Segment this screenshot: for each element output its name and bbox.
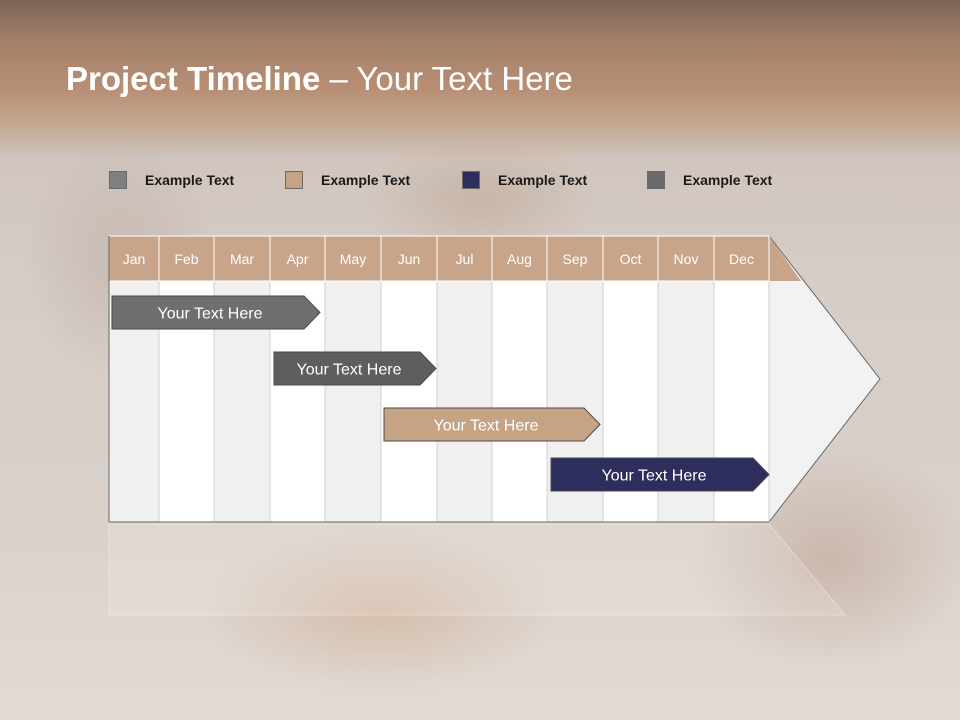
task-label-1: Your Text Here [158,306,263,323]
title-rest: – Your Text Here [320,60,573,97]
month-column-jul [436,280,493,523]
legend-swatch-4 [647,171,665,189]
month-header-sep [546,235,604,282]
month-header-jan [108,235,160,282]
month-header-aug [491,235,548,282]
legend-item-3: Example Text [462,170,587,190]
month-label-jun: Jun [398,251,421,267]
month-column-jun [380,280,438,523]
legend-label-3: Example Text [498,172,588,188]
month-label-nov: Nov [674,251,699,267]
month-column-may [324,280,382,523]
legend-item-4: Example Text [647,170,772,190]
month-column-aug [491,280,548,523]
legend-label-4: Example Text [683,172,773,188]
task-bar-3 [383,407,601,442]
month-label-aug: Aug [507,251,532,267]
legend-swatch-3 [462,171,480,189]
timeline-reflection [108,523,847,616]
month-label-sep: Sep [563,251,588,267]
month-header-jun [380,235,438,282]
month-label-jan: Jan [123,251,146,267]
month-label-dec: Dec [729,251,754,267]
task-bar-4 [550,457,770,492]
legend-label-1: Example Text [145,172,235,188]
month-header-may [324,235,382,282]
month-label-oct: Oct [620,251,642,267]
month-label-feb: Feb [174,251,198,267]
month-label-may: May [340,251,366,267]
title-bold: Project Timeline [66,60,321,97]
legend-item-2: Example Text [285,170,410,190]
month-header-jul [436,235,493,282]
month-header-mar [213,235,271,282]
task-bar-2 [273,351,437,386]
header-band [0,0,960,160]
task-bar-1 [111,295,321,330]
task-label-2: Your Text Here [297,362,402,379]
task-label-3: Your Text Here [434,418,539,435]
legend-swatch-2 [285,171,303,189]
legend-swatch-1 [109,171,127,189]
legend-label-2: Example Text [321,172,411,188]
page-title: Project Timeline – Your Text Here [66,60,573,98]
task-label-4: Your Text Here [602,468,707,485]
month-label-mar: Mar [230,251,254,267]
month-header-dec [713,235,770,282]
legend-item-1: Example Text [109,170,234,190]
month-label-jul: Jul [456,251,474,267]
month-header-feb [158,235,215,282]
month-label-apr: Apr [287,251,309,267]
month-header-apr [269,235,326,282]
timeline-arrow-header-tip [769,236,801,281]
